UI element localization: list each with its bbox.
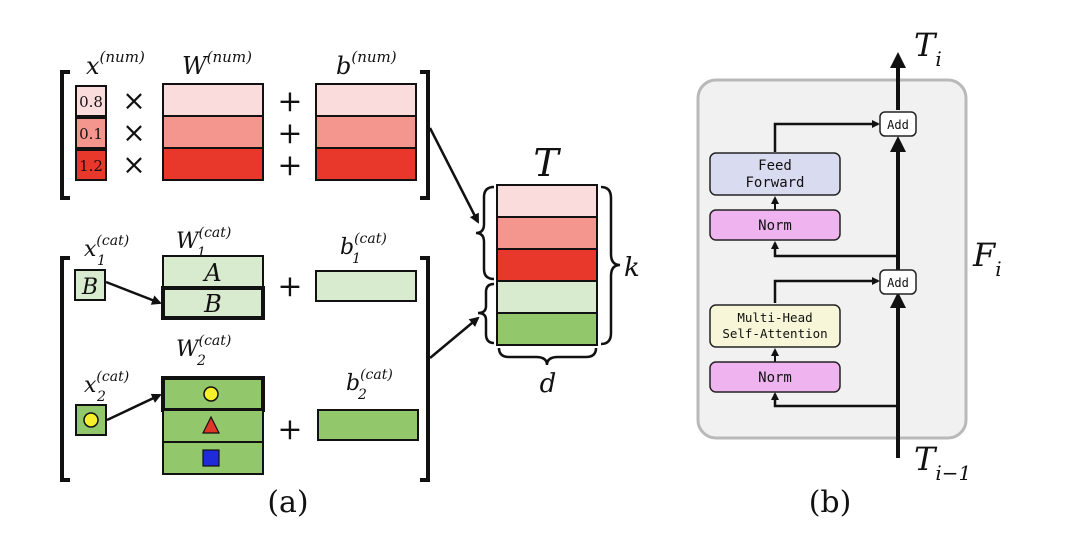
ff-to-add-top — [773, 120, 880, 152]
branch-to-norm-bottom — [771, 392, 898, 408]
brace-numeric — [475, 185, 495, 281]
brace-k — [600, 185, 621, 346]
cat-left-bracket — [60, 256, 70, 482]
add-bottom-node — [879, 269, 917, 295]
w-cat2-label: W(cat)2 — [176, 333, 231, 369]
x-cat2-to-w-arrow — [106, 393, 162, 422]
plus-cat1: + — [277, 269, 302, 304]
w-cat1-row-label-0: A — [202, 259, 221, 287]
t-row-1 — [496, 216, 598, 250]
x-cat1-label: x(cat)1 — [84, 233, 129, 269]
norm-bottom-label: Norm — [758, 370, 792, 386]
add-top-label: Add — [887, 118, 909, 132]
times-symbol-1: × — [122, 116, 145, 149]
circle-icon — [83, 412, 99, 428]
plus-symbol-0: + — [277, 84, 302, 119]
w-cat1-row-0 — [162, 255, 264, 289]
t-row-2 — [496, 248, 598, 282]
cat-to-t-arrow — [429, 316, 480, 359]
times-symbol-0: × — [122, 84, 145, 117]
x-num-value-0: 0.8 — [79, 93, 103, 111]
t-output-label: T — [533, 141, 561, 185]
block-label-f-i: Fi — [972, 236, 1002, 281]
panel-b: Norm Multi-Head Self-Attention Norm Feed… — [696, 26, 1002, 520]
w-cat1-row-1 — [161, 286, 265, 320]
w-cat1-row-label-1: B — [203, 290, 222, 318]
feed-forward-label-line-2: Forward — [745, 175, 804, 191]
x-cat2-label: x(cat)2 — [84, 369, 129, 405]
w-num-label: W(num) — [182, 48, 252, 80]
b-cat2-label: b(cat)2 — [346, 367, 393, 403]
attention-block — [709, 304, 841, 348]
x-num-value-1: 0.1 — [79, 125, 103, 143]
x-num-cell-2 — [75, 149, 107, 181]
norm-bottom-block — [709, 361, 841, 393]
b-cat2-row — [317, 409, 419, 441]
plus-symbol-1: + — [277, 116, 302, 151]
b-cat1-label: b(cat)1 — [340, 231, 387, 267]
caption-b: (b) — [809, 485, 852, 520]
t-row-0 — [496, 184, 598, 218]
w-cat1-label: W(cat)1 — [176, 225, 231, 261]
plus-symbol-2: + — [277, 148, 302, 183]
feed-forward-block — [709, 152, 841, 196]
norm-top-block — [709, 209, 841, 241]
attn-to-add-bottom — [773, 277, 880, 303]
attention-label-line-2: Self-Attention — [722, 326, 827, 341]
triangle-icon — [202, 415, 220, 434]
b-num-row-0 — [315, 83, 417, 117]
num-left-bracket — [60, 70, 70, 200]
w-num-row-0 — [162, 83, 264, 117]
circle-icon — [203, 386, 219, 402]
cat-right-bracket — [420, 256, 430, 482]
attention-label-line-1: Multi-Head — [737, 310, 812, 325]
num-to-t-arrow — [428, 127, 480, 224]
brace-categorical — [477, 282, 495, 345]
output-label-t-i: Ti — [914, 26, 942, 71]
k-label: k — [624, 253, 640, 283]
w-num-row-2 — [162, 147, 264, 181]
norm-top-label: Norm — [758, 218, 792, 234]
plus-cat2: + — [277, 412, 302, 447]
brace-d — [497, 347, 598, 366]
caption-a: (a) — [267, 485, 308, 520]
b-num-row-1 — [315, 115, 417, 149]
times-symbol-2: × — [122, 148, 145, 181]
x-cat1-cell — [74, 269, 106, 301]
d-label: d — [540, 369, 557, 399]
branch-to-norm-top — [771, 241, 898, 258]
b-cat1-row — [315, 270, 417, 302]
x-cat1-to-w-arrow — [105, 280, 162, 305]
t-row-4 — [496, 312, 598, 346]
b-num-label: b(num) — [336, 48, 397, 80]
input-label-t-i-minus-1: Ti−1 — [914, 440, 971, 485]
x-num-label: x(num) — [86, 48, 145, 80]
feed-forward-label-line-1: Feed — [758, 158, 792, 174]
panel-a: x(num) W(num) b(num) 0.8 0.1 1.2 × × × +… — [60, 48, 640, 520]
add-top-node — [879, 111, 917, 137]
b-num-row-2 — [315, 147, 417, 181]
t-row-3 — [496, 280, 598, 314]
square-icon — [202, 449, 220, 467]
x-num-cell-0 — [75, 85, 107, 117]
x-cat1-value: B — [81, 275, 98, 300]
x-num-value-2: 1.2 — [79, 157, 103, 175]
w-num-row-1 — [162, 115, 264, 149]
num-right-bracket — [420, 70, 430, 200]
add-bottom-label: Add — [887, 276, 909, 290]
x-num-cell-1 — [75, 117, 107, 149]
